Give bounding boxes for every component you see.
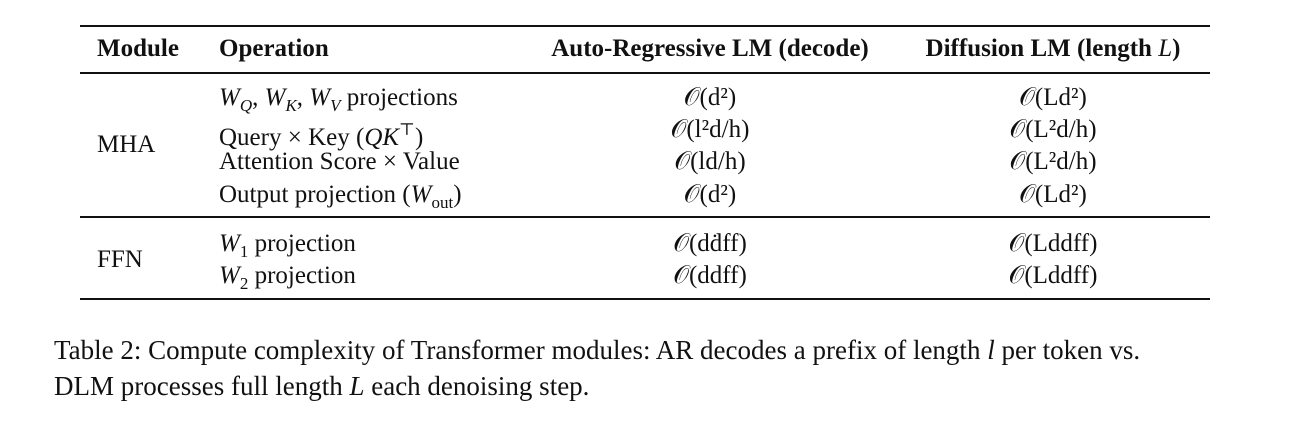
header-diffusion-var: L — [1158, 35, 1173, 62]
table-top-rule — [80, 25, 1210, 27]
caption-line-2: DLM processes full length L each denoisi… — [54, 371, 590, 401]
ar-complexity-w1: 𝒪(dḋff) — [673, 230, 747, 257]
header-diffusion-prefix: Diffusion LM (length — [925, 35, 1159, 62]
ar-complexity-qkv: 𝒪(d²) — [683, 84, 737, 111]
ar-complexity-output-projection: 𝒪(d²) — [683, 181, 737, 208]
dlm-complexity-query-key: 𝒪(L²d/h) — [1009, 116, 1097, 143]
operation-attention-value: Attention Score × Value — [219, 148, 460, 175]
op-end: ) — [415, 124, 424, 151]
ar-complexity-attention-value: 𝒪(ld/h) — [674, 148, 746, 175]
operation-output-projection: Output projection (Wout) — [219, 181, 462, 212]
table-caption: Table 2: Compute complexity of Transform… — [54, 332, 1254, 404]
header-diffusion-lm: Diffusion LM (length L) — [926, 35, 1181, 63]
op-text: projections — [340, 84, 458, 111]
op-text: projection — [248, 262, 356, 289]
module-label-ffn: FFN — [97, 246, 143, 273]
op-text: projection — [248, 230, 356, 257]
dlm-complexity-w2: 𝒪(Lddff) — [1008, 262, 1098, 289]
header-rule — [80, 72, 1210, 74]
operation-query-key: Query × Key (QK⊤) — [219, 120, 424, 151]
dlm-complexity-w1: 𝒪(Lddff) — [1008, 230, 1098, 257]
operation-qkv-projections: WQ, WK, WV projections — [219, 84, 458, 115]
caption-line-1: Table 2: Compute complexity of Transform… — [54, 335, 1141, 365]
ar-complexity-query-key: 𝒪(l²d/h) — [670, 116, 750, 143]
module-label-mha: MHA — [97, 131, 156, 158]
operation-w1-projection: W1 projection — [219, 230, 356, 261]
header-diffusion-suffix: ) — [1172, 35, 1181, 62]
op-text: Query × Key ( — [219, 124, 365, 151]
op-end: ) — [453, 181, 462, 208]
header-ar-lm: Auto-Regressive LM (decode) — [551, 35, 869, 62]
header-module: Module — [97, 35, 179, 62]
header-operation: Operation — [219, 35, 329, 62]
ar-complexity-w2: 𝒪(ddff) — [673, 262, 747, 289]
dlm-complexity-attention-value: 𝒪(L²d/h) — [1009, 148, 1097, 175]
op-text: Output projection ( — [219, 181, 411, 208]
dlm-complexity-qkv: 𝒪(Ld²) — [1019, 84, 1087, 111]
table-bottom-rule — [80, 298, 1210, 300]
dlm-complexity-output-projection: 𝒪(Ld²) — [1019, 181, 1087, 208]
group-separator-rule — [80, 216, 1210, 218]
operation-w2-projection: W2 projection — [219, 262, 356, 293]
